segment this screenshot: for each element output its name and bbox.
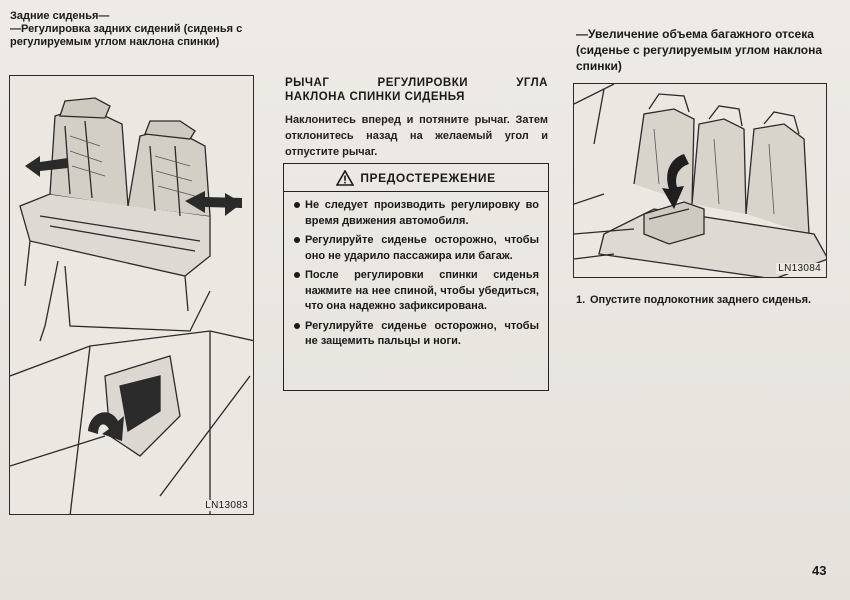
bullet-icon (294, 272, 300, 278)
section-title: Задние сиденья— (10, 10, 110, 22)
figure-code-right: LN13084 (776, 263, 823, 274)
warning-triangle-icon (336, 169, 355, 186)
step-text: Опустите подлокотник заднего сиденья. (590, 294, 812, 306)
step-1: 1. Опустите подлокотник заднего сиденья. (576, 293, 828, 308)
armrest-figure: LN13084 (573, 83, 827, 278)
caution-header: ПРЕДОСТЕРЕЖЕНИЕ (284, 164, 548, 192)
title-word-1: РЫЧАГ (285, 77, 330, 89)
lever-instructions: Наклонитесь вперед и потяните рычаг. Зат… (285, 114, 548, 158)
section-subtitle: —Регулировка задних сидений (сиденья с р… (10, 23, 243, 48)
rear-seat-illustration (10, 97, 253, 514)
bullet-icon (294, 322, 300, 329)
caution-item: Регулируйте сиденье осторожно, чтобы оно… (294, 233, 539, 264)
bullet-icon (294, 237, 300, 243)
caution-list: Не следует производить регулировку во вр… (284, 192, 548, 350)
armrest-illustration (574, 84, 826, 277)
step-number: 1. (576, 294, 586, 306)
caution-item: Регулируйте сиденье осторожно, чтобы не … (294, 319, 539, 350)
title-line-2: НАКЛОНА СПИНКИ СИДЕНЬЯ (285, 91, 465, 103)
bullet-icon (294, 202, 300, 208)
page-number: 43 (812, 563, 827, 578)
caution-heading: ПРЕДОСТЕРЕЖЕНИЕ (360, 170, 496, 185)
rear-seat-figure: LN13083 (9, 75, 254, 515)
caution-item: После регулировки спинки сиденья нажмите… (294, 268, 539, 315)
title-word-2: РЕГУЛИРОВКИ (377, 77, 469, 89)
figure-code-left: LN13083 (203, 500, 250, 511)
left-header: Задние сиденья— —Регулировка задних сиде… (10, 10, 260, 49)
caution-item: Не следует производить регулировку во вр… (294, 198, 539, 229)
title-word-3: УГЛА (516, 77, 548, 89)
luggage-section-title: —Увеличение объема багажного отсека (сид… (576, 27, 823, 73)
caution-box: ПРЕДОСТЕРЕЖЕНИЕ Не следует производить р… (283, 163, 549, 391)
lever-section-title: РЫЧАГ РЕГУЛИРОВКИ УГЛА НАКЛОНА СПИНКИ СИ… (285, 76, 548, 104)
